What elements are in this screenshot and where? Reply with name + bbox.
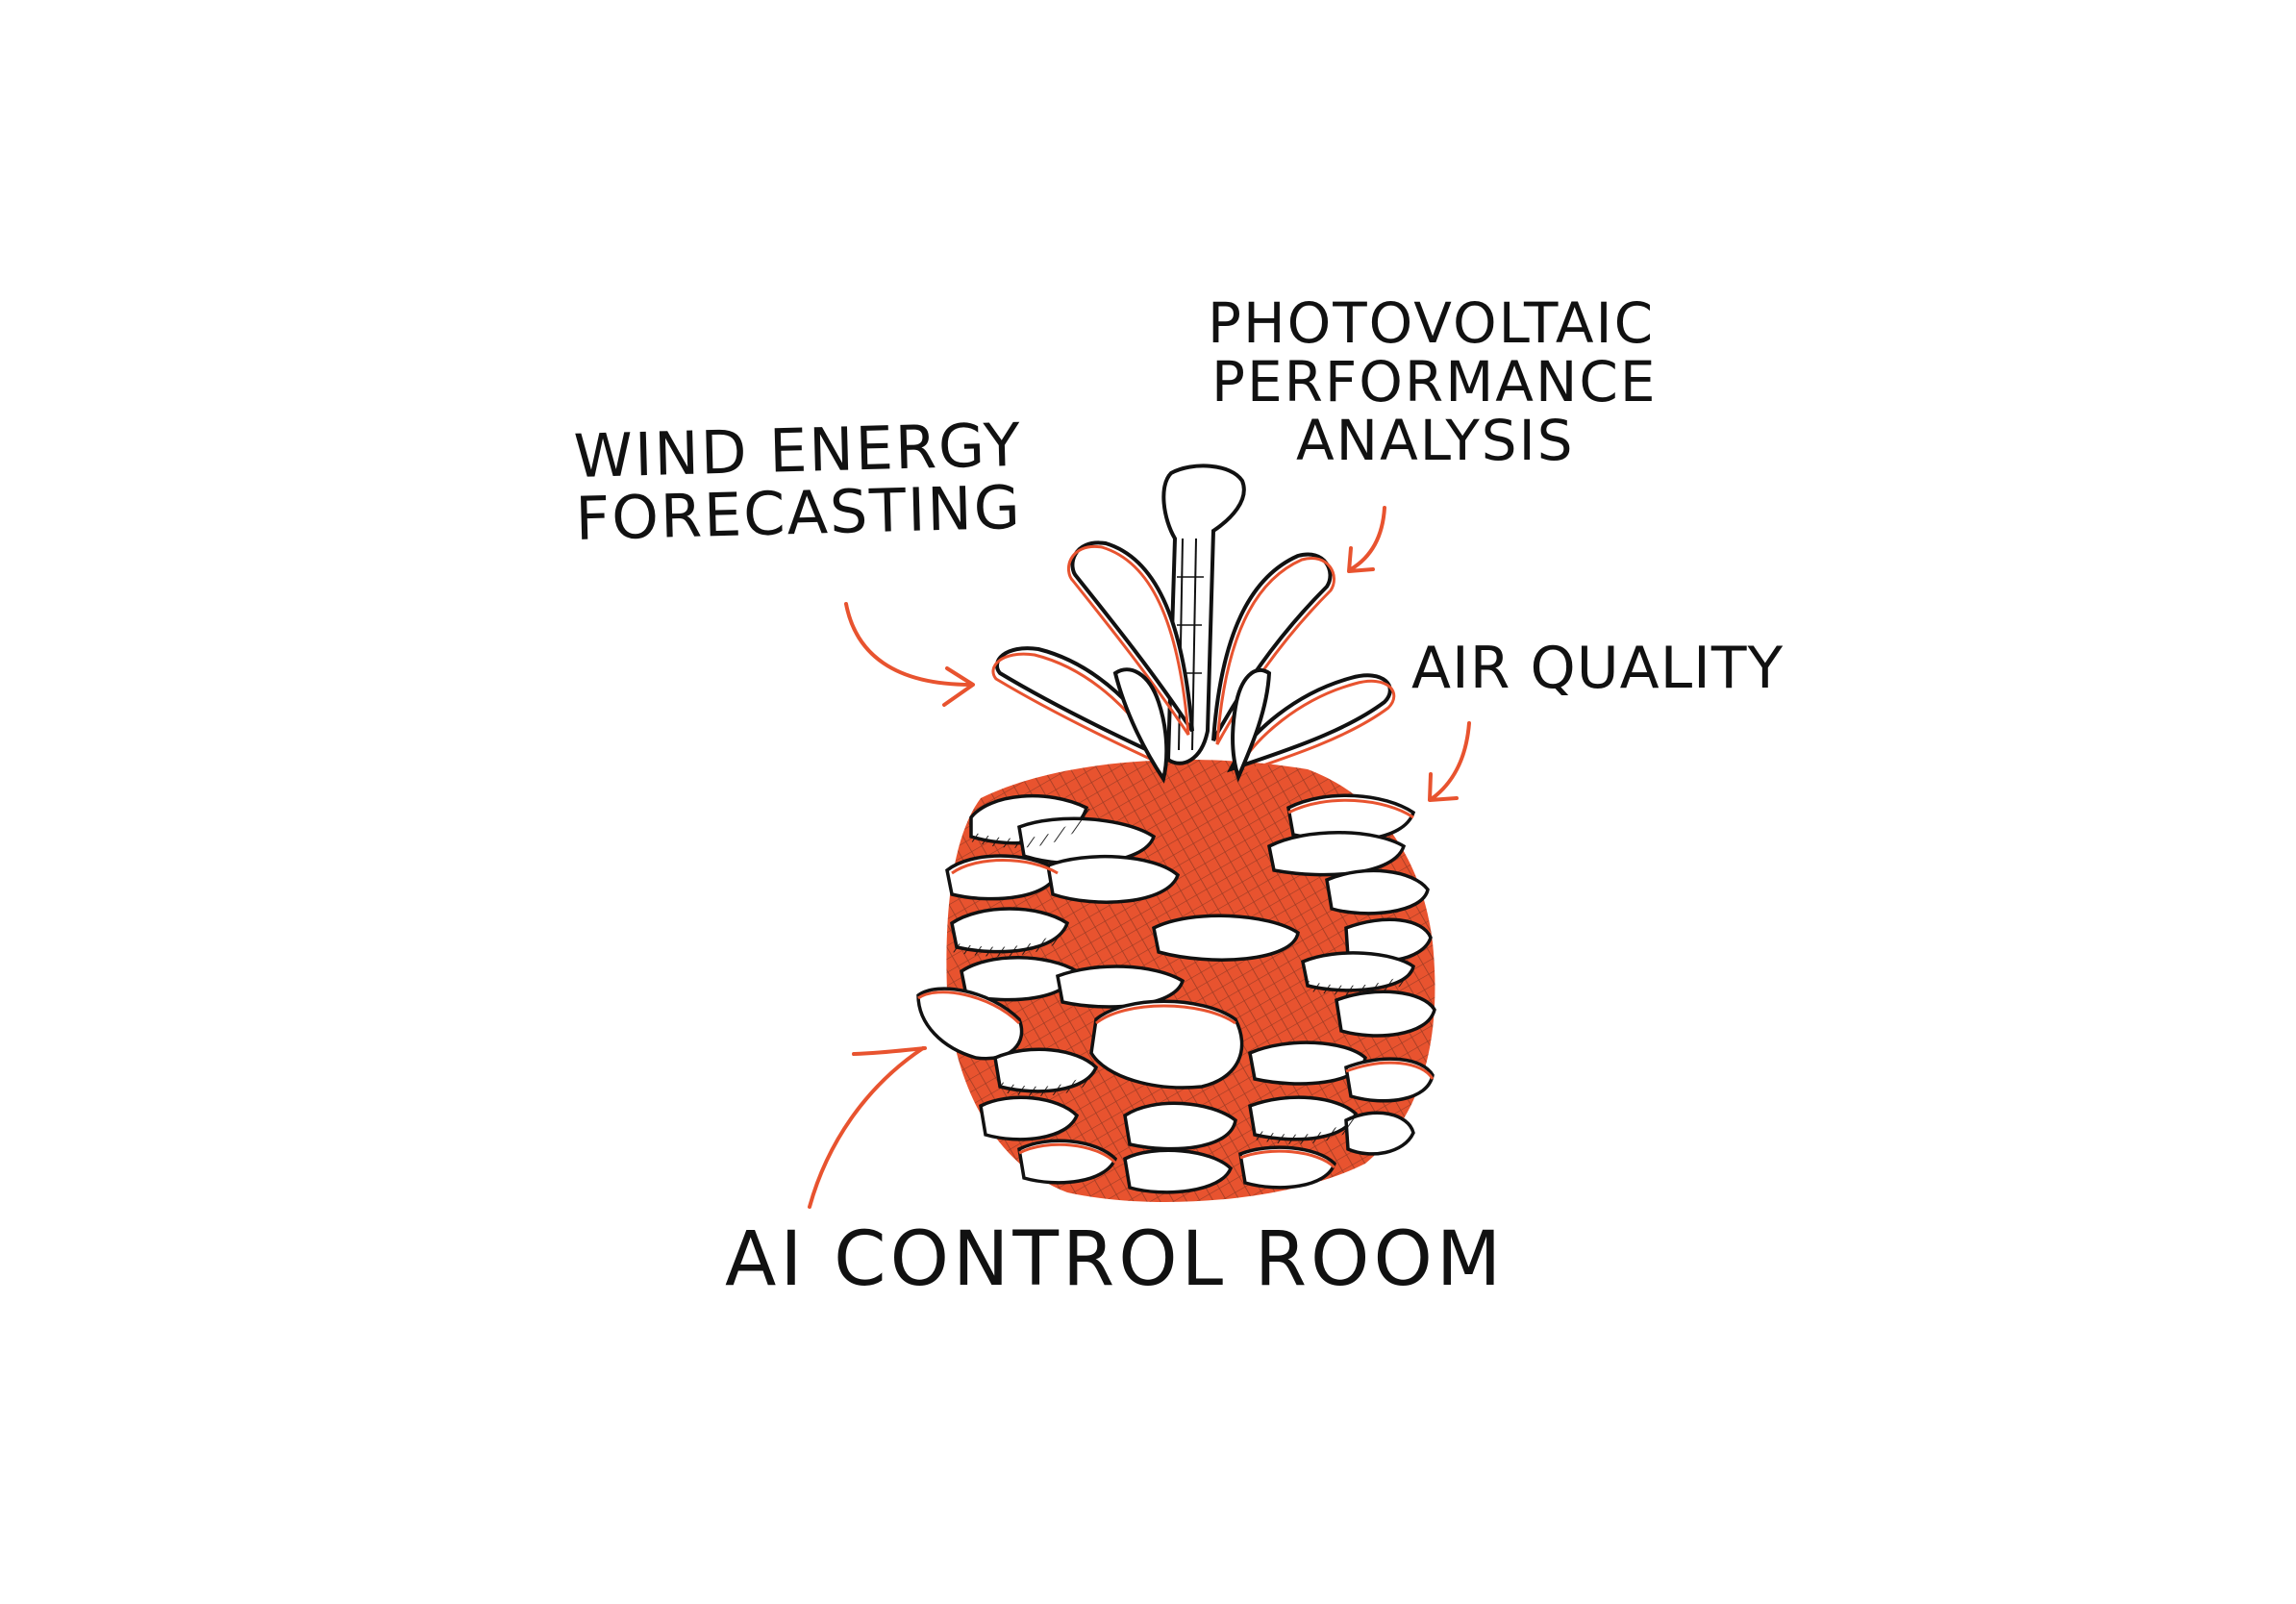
label-pv-line3: analysis [1296, 407, 1575, 473]
label-photovoltaic-performance-analysis: Photovoltaic performance analysis [1208, 294, 1658, 470]
label-air-quality: Air quality [1411, 639, 1784, 699]
arrow-wind [844, 602, 973, 687]
scale-accent-outlines [917, 798, 1435, 1169]
label-ai-control-room: AI control room [725, 1216, 1506, 1303]
label-ai-text: AI control room [725, 1216, 1506, 1303]
label-air-text: Air quality [1411, 635, 1784, 702]
label-wind-line2: Forecasting [574, 471, 1023, 555]
body-scales [916, 793, 1436, 1194]
label-pv-line1: Photovoltaic [1208, 290, 1656, 356]
arrow-ai [808, 1046, 925, 1209]
label-pv-line2: performance [1211, 348, 1658, 414]
arrows [808, 506, 1471, 1209]
top-scales [991, 540, 1396, 784]
arrow-air [1431, 721, 1471, 800]
label-wind-energy-forecasting: Wind energy Forecasting [573, 410, 1024, 555]
hatching [951, 806, 1418, 1144]
arrow-pv [1349, 506, 1386, 571]
